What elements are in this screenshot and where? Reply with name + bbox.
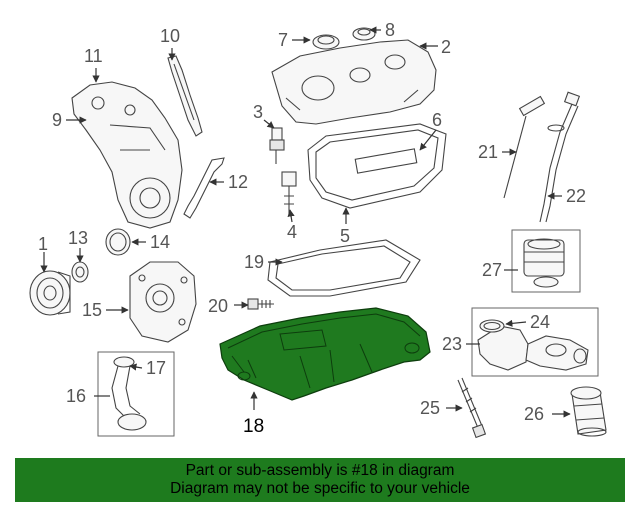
valve-cover-part[interactable] xyxy=(271,39,437,125)
banner-line-disclaimer: Diagram may not be specific to your vehi… xyxy=(170,480,470,497)
callout-22[interactable]: 22 xyxy=(566,186,586,206)
oil-pump-part[interactable] xyxy=(129,261,197,343)
callout-23[interactable]: 23 xyxy=(442,334,462,354)
callout-14[interactable]: 14 xyxy=(150,232,170,252)
callout-19[interactable]: 19 xyxy=(244,252,264,272)
stud-25-part[interactable] xyxy=(457,377,487,439)
timing-cover-part[interactable] xyxy=(71,81,183,229)
callout-6[interactable]: 6 xyxy=(432,110,442,130)
callout-17[interactable]: 17 xyxy=(146,358,166,378)
dipstick-tube-22-part[interactable] xyxy=(539,91,581,223)
callout-5[interactable]: 5 xyxy=(340,226,350,246)
timing-gasket-part[interactable] xyxy=(183,157,225,219)
oil-cap-part[interactable] xyxy=(312,34,340,50)
callout-27[interactable]: 27 xyxy=(482,260,502,280)
callout-4[interactable]: 4 xyxy=(287,222,297,242)
callout-10[interactable]: 10 xyxy=(160,26,180,46)
callout-26[interactable]: 26 xyxy=(524,404,544,424)
bolt-3-part[interactable] xyxy=(269,127,285,164)
o-ring-14-part[interactable] xyxy=(105,228,131,256)
bolt-20-part[interactable] xyxy=(247,298,274,310)
callout-11[interactable]: 11 xyxy=(84,46,103,66)
callout-18-selected[interactable]: 18 xyxy=(243,416,264,437)
callout-1[interactable]: 1 xyxy=(38,234,48,254)
callout-8[interactable]: 8 xyxy=(385,20,395,40)
filter-adapter-part[interactable] xyxy=(477,325,589,371)
callout-24[interactable]: 24 xyxy=(530,312,550,332)
callout-21[interactable]: 21 xyxy=(478,142,498,162)
pickup-tube-part[interactable] xyxy=(111,356,147,431)
callout-3[interactable]: 3 xyxy=(253,102,263,122)
callout-7[interactable]: 7 xyxy=(278,30,288,50)
valve-cover-gasket-part[interactable] xyxy=(307,123,447,209)
crank-pulley-part[interactable] xyxy=(29,270,71,316)
oil-cooler-part[interactable] xyxy=(523,238,565,288)
oil-filter-part[interactable] xyxy=(570,386,607,437)
callout-25[interactable]: 25 xyxy=(420,398,440,418)
front-seal-part[interactable] xyxy=(71,261,89,283)
callout-15[interactable]: 15 xyxy=(82,300,102,320)
sensor-4-part[interactable] xyxy=(281,171,297,214)
callout-16[interactable]: 16 xyxy=(66,386,86,406)
callout-2[interactable]: 2 xyxy=(441,37,451,57)
dipstick-21-part[interactable] xyxy=(503,95,546,199)
leader-lines xyxy=(40,26,571,418)
callout-9[interactable]: 9 xyxy=(52,110,62,130)
callout-13[interactable]: 13 xyxy=(68,228,88,248)
callout-20[interactable]: 20 xyxy=(208,296,228,316)
oil-pan-part-18[interactable] xyxy=(219,307,431,401)
banner-line-part-number: Part or sub-assembly is #18 in diagram xyxy=(185,462,455,479)
callout-numbers: 1 2 3 4 5 6 7 8 9 10 11 12 13 14 15 16 1… xyxy=(38,20,586,437)
gasket-24-part[interactable] xyxy=(479,319,505,333)
oil-pan-gasket-part[interactable] xyxy=(267,239,421,297)
info-banner: Part or sub-assembly is #18 in diagram D… xyxy=(15,458,625,502)
chain-guide-part[interactable] xyxy=(167,55,203,137)
callout-12[interactable]: 12 xyxy=(228,172,248,192)
